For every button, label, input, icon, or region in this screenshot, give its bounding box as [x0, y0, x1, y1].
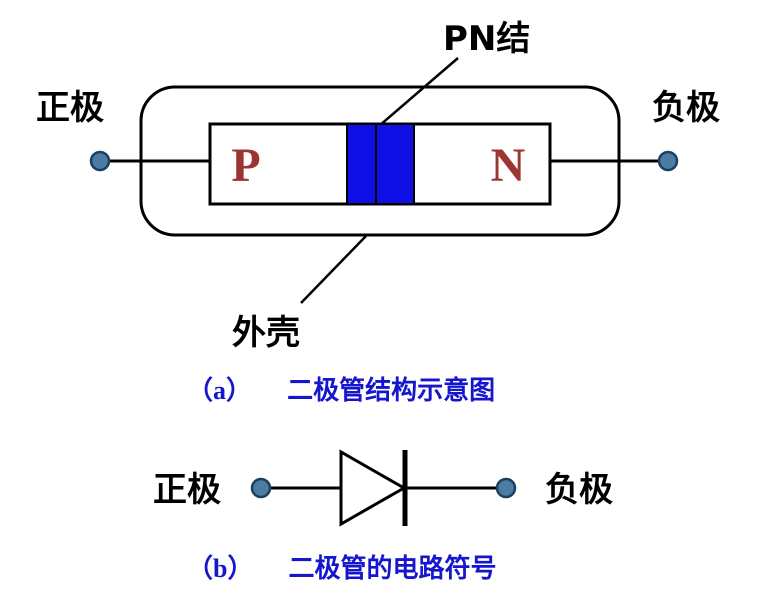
cathode-label-b: 负极	[545, 470, 613, 510]
p-region-letter: P	[231, 139, 260, 192]
pn-junction-label: PN结	[443, 19, 530, 59]
anode-label-b: 正极	[153, 470, 221, 510]
anode-label-a: 正极	[36, 88, 104, 128]
cathode-terminal-dot	[657, 150, 679, 172]
pn-junction-pointer-line	[378, 57, 459, 127]
symbol-cathode-dot	[495, 477, 517, 499]
anode-terminal-dot	[89, 150, 111, 172]
caption-b-index: （b）	[187, 554, 253, 583]
symbol-anode-dot	[250, 477, 272, 499]
junction-rect	[346, 123, 415, 205]
shell-pointer-line	[300, 235, 367, 304]
n-region-letter: N	[491, 139, 526, 192]
caption-a-text: 二极管结构示意图	[287, 375, 495, 406]
shell-label: 外壳	[232, 313, 300, 353]
diode-triangle	[339, 449, 408, 527]
caption-b-text: 二极管的电路符号	[289, 553, 497, 584]
caption-b: （b） 二极管的电路符号	[187, 553, 497, 584]
caption-a: （a） 二极管结构示意图	[187, 375, 495, 406]
cathode-label-a: 负极	[652, 88, 720, 128]
caption-a-index: （a）	[187, 376, 252, 405]
